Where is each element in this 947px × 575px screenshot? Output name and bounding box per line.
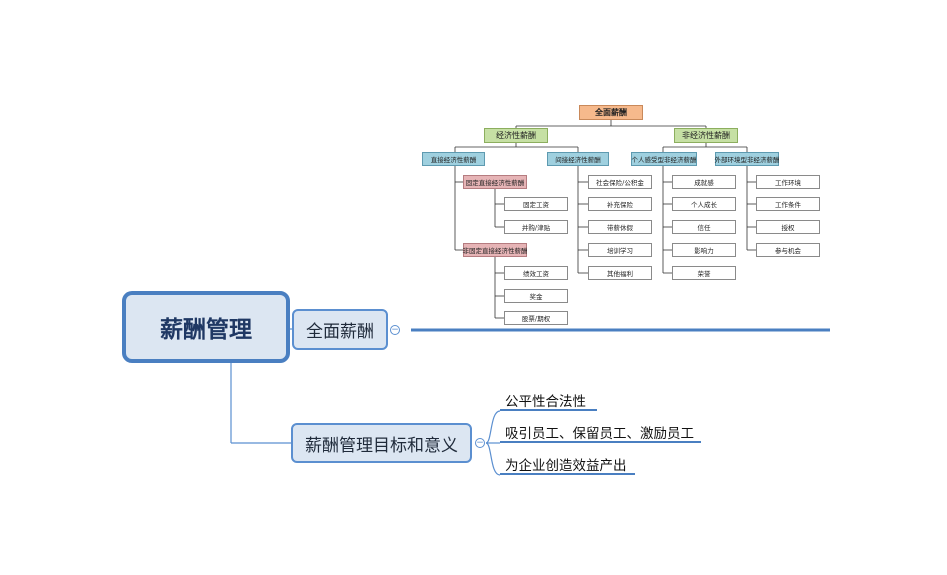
org-node-non-economic: 非经济性薪酬 bbox=[674, 128, 738, 143]
org-node-external-item: 工作条件 bbox=[756, 197, 820, 211]
org-node-external-item: 参与机会 bbox=[756, 243, 820, 257]
branch-goals-meaning[interactable]: 薪酬管理目标和意义 bbox=[291, 423, 472, 463]
leaf-fairness-legality[interactable]: 公平性合法性 bbox=[505, 394, 586, 410]
org-node-personal: 个人感受型非经济薪酬 bbox=[631, 152, 697, 166]
leaf-underline bbox=[500, 441, 701, 443]
org-chart-connectors bbox=[454, 120, 756, 319]
org-node-fixed-item: 并购/津贴 bbox=[504, 220, 568, 234]
org-node-fixed-direct: 固定直接经济性薪酬 bbox=[463, 175, 527, 189]
org-node-fixed-item: 固定工资 bbox=[504, 197, 568, 211]
collapse-toggle-full-compensation[interactable]: − bbox=[390, 325, 400, 335]
root-label: 薪酬管理 bbox=[160, 317, 252, 343]
org-node-indirect-item: 社会保险/公积金 bbox=[588, 175, 652, 189]
collapse-toggle-goals[interactable]: − bbox=[475, 438, 485, 448]
org-node-external-item: 工作环境 bbox=[756, 175, 820, 189]
org-node-variable-direct: 非固定直接经济性薪酬 bbox=[463, 243, 528, 257]
leaf-underline bbox=[500, 409, 597, 411]
leaf-attract-retain-motivate[interactable]: 吸引员工、保留员工、激励员工 bbox=[505, 426, 694, 442]
org-node-economic: 经济性薪酬 bbox=[484, 128, 548, 143]
org-node-indirect-item: 其他福利 bbox=[588, 266, 652, 280]
branch-full-compensation[interactable]: 全面薪酬 bbox=[292, 309, 388, 350]
org-node-variable-item: 奖金 bbox=[504, 289, 568, 303]
org-node-personal-item: 信任 bbox=[672, 220, 736, 234]
org-node-variable-item: 绩效工资 bbox=[504, 266, 568, 280]
leaf-underline bbox=[500, 473, 635, 475]
org-node-indirect-item: 补充保险 bbox=[588, 197, 652, 211]
org-node-personal-item: 个人成长 bbox=[672, 197, 736, 211]
org-node-variable-item: 股票/期权 bbox=[504, 311, 568, 325]
org-node-external: 外部环境型非经济薪酬 bbox=[715, 152, 780, 166]
connector-goals-leaf-1 bbox=[485, 410, 501, 444]
org-chart-image: 全面薪酬 经济性薪酬 非经济性薪酬 直接经济性薪酬 间接经济性薪酬 个人感受型非… bbox=[422, 100, 825, 328]
org-node-indirect: 间接经济性薪酬 bbox=[547, 152, 609, 166]
connector-goals-leaf-3 bbox=[485, 442, 501, 476]
org-node-personal-item: 影响力 bbox=[672, 243, 736, 257]
org-node-external-item: 授权 bbox=[756, 220, 820, 234]
branch-goals-meaning-label: 薪酬管理目标和意义 bbox=[305, 435, 458, 456]
org-node-total-compensation: 全面薪酬 bbox=[579, 105, 643, 120]
root-node[interactable]: 薪酬管理 bbox=[122, 291, 290, 363]
org-node-indirect-item: 培训学习 bbox=[588, 243, 652, 257]
org-node-direct: 直接经济性薪酬 bbox=[422, 152, 485, 166]
org-node-indirect-item: 带薪休假 bbox=[588, 220, 652, 234]
org-node-personal-item: 成就感 bbox=[672, 175, 736, 189]
org-node-personal-item: 荣誉 bbox=[672, 266, 736, 280]
branch-full-compensation-label: 全面薪酬 bbox=[306, 322, 374, 342]
leaf-create-value[interactable]: 为企业创造效益产出 bbox=[505, 458, 627, 474]
